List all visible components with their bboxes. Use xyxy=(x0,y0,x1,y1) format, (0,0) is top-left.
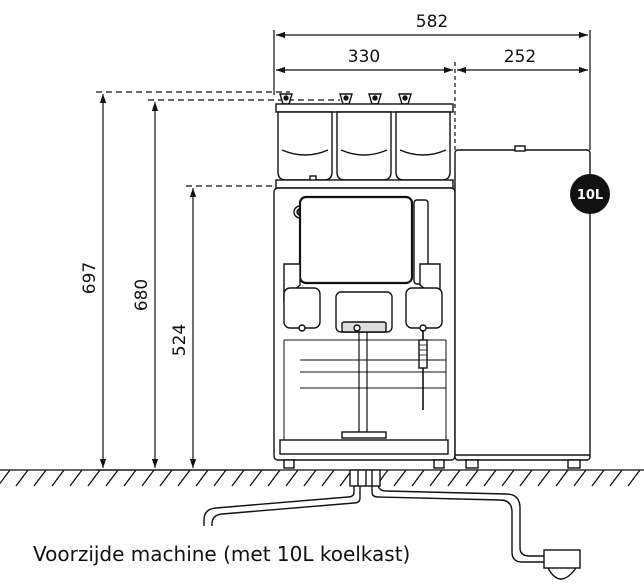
hopper-right xyxy=(395,111,451,181)
floor-hatch-stroke xyxy=(627,469,641,487)
floor-hatching xyxy=(0,469,644,487)
dim-label-total-width: 582 xyxy=(416,12,448,32)
floor-hatch-stroke xyxy=(141,469,155,487)
floor-hatch-stroke xyxy=(213,469,227,487)
floor-hatch-stroke xyxy=(33,469,47,487)
diagram-caption: Voorzijde machine (met 10L koelkast) xyxy=(33,542,410,566)
floor-hatch-stroke xyxy=(51,469,65,487)
hopper-left xyxy=(277,111,333,181)
dim-label-machine-width: 330 xyxy=(348,47,380,67)
dim-label-fridge-width: 252 xyxy=(504,47,536,67)
hopper-handles xyxy=(279,93,412,105)
floor-hatch-stroke xyxy=(519,469,533,487)
floor-hatch-stroke xyxy=(573,469,587,487)
drip-tray xyxy=(341,431,387,439)
floor-hatch-stroke xyxy=(177,469,191,487)
floor-hatch-stroke xyxy=(537,469,551,487)
water-filter xyxy=(543,549,581,569)
floor-hatch-stroke xyxy=(393,469,407,487)
floor-hatch-stroke xyxy=(447,469,461,487)
floor-hatch-stroke xyxy=(15,469,29,487)
floor-hatch-stroke xyxy=(483,469,497,487)
floor-hatch-stroke xyxy=(69,469,83,487)
floor-hatch-stroke xyxy=(303,469,317,487)
dim-label-hopper-height: 680 xyxy=(132,279,152,311)
supply-hoses xyxy=(203,469,581,580)
floor-hatch-stroke xyxy=(231,469,245,487)
fridge-capacity-label: 10L xyxy=(577,188,603,203)
floor-hatch-stroke xyxy=(555,469,569,487)
floor-hatch-stroke xyxy=(411,469,425,487)
floor-hatch-stroke xyxy=(123,469,137,487)
dim-label-total-height: 697 xyxy=(80,262,100,294)
dimension-lines xyxy=(96,30,591,471)
floor-hatch-stroke xyxy=(465,469,479,487)
floor-hatch-stroke xyxy=(609,469,623,487)
floor-hatch-stroke xyxy=(249,469,263,487)
coffee-machine xyxy=(273,93,456,469)
fridge-capacity-badge xyxy=(570,174,610,214)
floor-hatch-stroke xyxy=(267,469,281,487)
fridge-unit xyxy=(454,145,591,469)
floor-hatch-stroke xyxy=(0,469,11,485)
display-screen xyxy=(298,195,414,285)
floor-hatch-stroke xyxy=(285,469,299,487)
floor-hatch-stroke xyxy=(429,469,443,487)
floor-hatch-stroke xyxy=(195,469,209,487)
hopper-middle xyxy=(336,111,392,181)
floor-hatch-stroke xyxy=(159,469,173,487)
fridge-body xyxy=(454,149,591,461)
dim-label-body-height: 524 xyxy=(170,324,190,356)
floor-hatch-stroke xyxy=(105,469,119,487)
floor-hatch-stroke xyxy=(321,469,335,487)
floor-hatch-stroke xyxy=(591,469,605,487)
floor-hatch-stroke xyxy=(501,469,515,487)
floor-hatch-stroke xyxy=(87,469,101,487)
